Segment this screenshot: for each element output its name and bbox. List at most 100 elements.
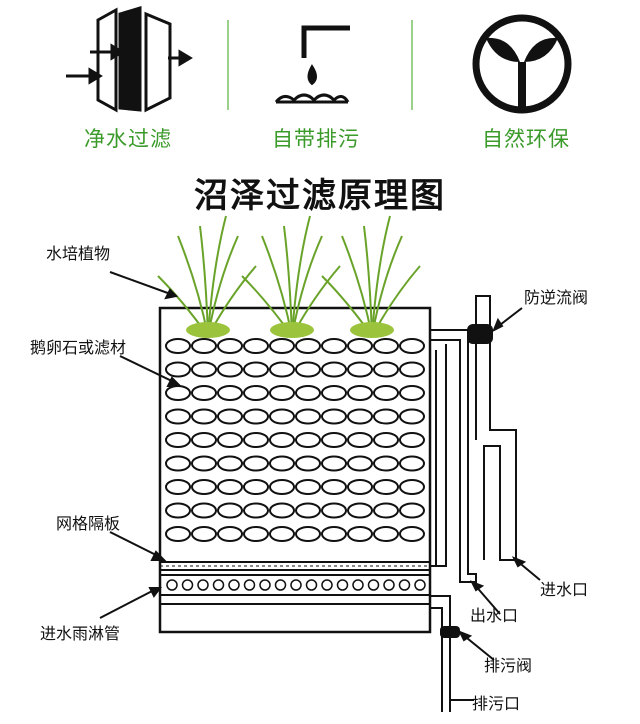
pebble (373, 502, 399, 519)
pebble (321, 361, 347, 378)
pebble (399, 338, 425, 354)
pebble (165, 408, 191, 425)
pebble (321, 526, 347, 542)
pebble (347, 338, 373, 354)
pebble (165, 455, 191, 472)
feature-label-eco: 自然环保 (482, 127, 570, 151)
spray-hole (336, 579, 349, 591)
pebble (321, 338, 347, 354)
pebble (295, 502, 321, 519)
callout-grid-plate: 网格隔板 (56, 514, 121, 533)
pebble (373, 338, 399, 354)
drain-valve (440, 626, 460, 638)
spray-pipe (159, 574, 431, 596)
pebble (269, 385, 295, 401)
pebble (399, 385, 425, 401)
pebble (321, 502, 347, 519)
page-title: 沼泽过滤原理图 (194, 176, 446, 216)
pebble (165, 502, 191, 519)
feature-label-drain: 自带排污 (272, 127, 360, 151)
sprout-icon (472, 14, 572, 114)
pebble (295, 526, 321, 542)
spray-hole (197, 579, 209, 591)
callout-pebbles: 鹅卵石或滤材 (30, 338, 127, 357)
pebble (191, 479, 217, 495)
pebble (373, 432, 399, 448)
pebble (191, 385, 217, 401)
pebble (243, 526, 269, 542)
pebble (191, 408, 217, 425)
water-plants (157, 215, 421, 338)
pebble (191, 526, 217, 542)
pebble (269, 338, 295, 354)
spray-hole (398, 579, 411, 591)
pebble (399, 361, 425, 378)
spray-hole (166, 579, 178, 591)
feature-label-filter: 净水过滤 (84, 127, 172, 151)
pebble (165, 479, 191, 495)
pipe-system (430, 295, 517, 712)
pebble (243, 432, 269, 448)
pebble (399, 479, 425, 495)
pebble (243, 338, 269, 354)
pebble (321, 455, 347, 472)
pebble (399, 408, 425, 425)
spray-hole (181, 579, 194, 591)
pebble (243, 479, 269, 495)
pebble (347, 479, 373, 495)
pebble (399, 455, 425, 472)
pebble (373, 526, 399, 542)
pebble (295, 432, 321, 448)
pebble (217, 455, 243, 472)
pebble (191, 432, 217, 448)
callout-drain: 排污口 (472, 694, 521, 713)
pebble (165, 432, 191, 448)
callout-check-valve: 防逆流阀 (524, 288, 589, 307)
pebble (373, 408, 399, 425)
pebble (217, 361, 243, 378)
pebble (269, 479, 295, 495)
pebble (373, 385, 399, 401)
callout-outlet: 出水口 (470, 606, 519, 625)
pebble (295, 408, 321, 425)
spray-hole (212, 579, 225, 591)
pebble (191, 502, 217, 519)
pebble-layer (165, 338, 425, 542)
filter-tank (158, 306, 432, 634)
spray-hole (367, 579, 380, 591)
pebble (243, 408, 269, 425)
pebble (269, 455, 295, 472)
pebble (191, 361, 217, 378)
callout-inlet: 进水口 (540, 580, 589, 599)
pebble (217, 479, 243, 495)
pebble (347, 408, 373, 425)
pebble (165, 338, 191, 354)
pebble (399, 526, 425, 542)
pebble (295, 385, 321, 401)
pebble (295, 479, 321, 495)
pebble (243, 361, 269, 378)
pebble (295, 455, 321, 472)
spray-hole (228, 579, 240, 591)
callout-plants: 水培植物 (46, 244, 111, 263)
spray-hole (274, 579, 287, 591)
spray-hole (290, 579, 302, 591)
pebble (347, 455, 373, 472)
pebble (321, 479, 347, 495)
pebble (269, 502, 295, 519)
spray-hole (383, 579, 395, 591)
pebble (269, 408, 295, 425)
pebble (165, 385, 191, 401)
pebble (243, 502, 269, 519)
spray-hole (414, 579, 426, 591)
pebble (347, 385, 373, 401)
pebble (217, 408, 243, 425)
pebble (347, 526, 373, 542)
pebble (217, 338, 243, 354)
pebble (243, 455, 269, 472)
pebble (321, 432, 347, 448)
pebble (191, 338, 217, 354)
pebble (217, 502, 243, 519)
pebble (373, 479, 399, 495)
pebble (269, 432, 295, 448)
